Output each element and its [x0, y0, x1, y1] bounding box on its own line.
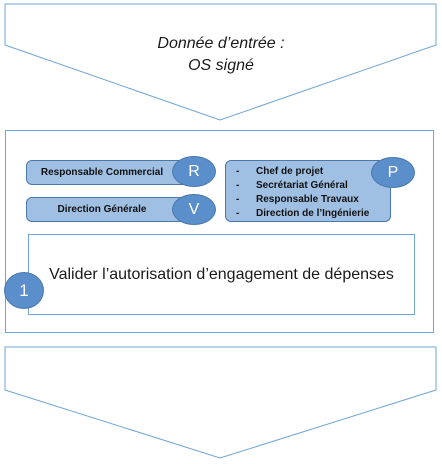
role-label-direction-generale: Direction Générale	[57, 204, 147, 215]
input-label-line2: OS signé	[188, 57, 254, 74]
participants-list: Chef de projet Secrétariat Général Respo…	[236, 165, 369, 221]
participant-item: Responsable Travaux	[236, 193, 369, 207]
participant-item: Chef de projet	[236, 165, 369, 179]
role-badge-v: V	[172, 194, 216, 225]
step-number-badge: 1	[4, 272, 44, 309]
input-label-line1: Donnée d’entrée :	[157, 35, 285, 52]
participant-item: Secrétariat Général	[236, 179, 369, 193]
input-chevron-shape	[4, 3, 437, 121]
role-label-responsable-commercial: Responsable Commercial	[40, 167, 164, 178]
output-chevron-shape	[4, 346, 437, 459]
role-pill-participants: Chef de projet Secrétariat Général Respo…	[225, 160, 391, 222]
task-description: Valider l’autorisation d’engagement de d…	[28, 234, 415, 315]
participant-item: Direction de l’Ingénierie	[236, 207, 369, 221]
role-badge-r: R	[172, 156, 216, 187]
role-badge-p: P	[371, 157, 415, 188]
